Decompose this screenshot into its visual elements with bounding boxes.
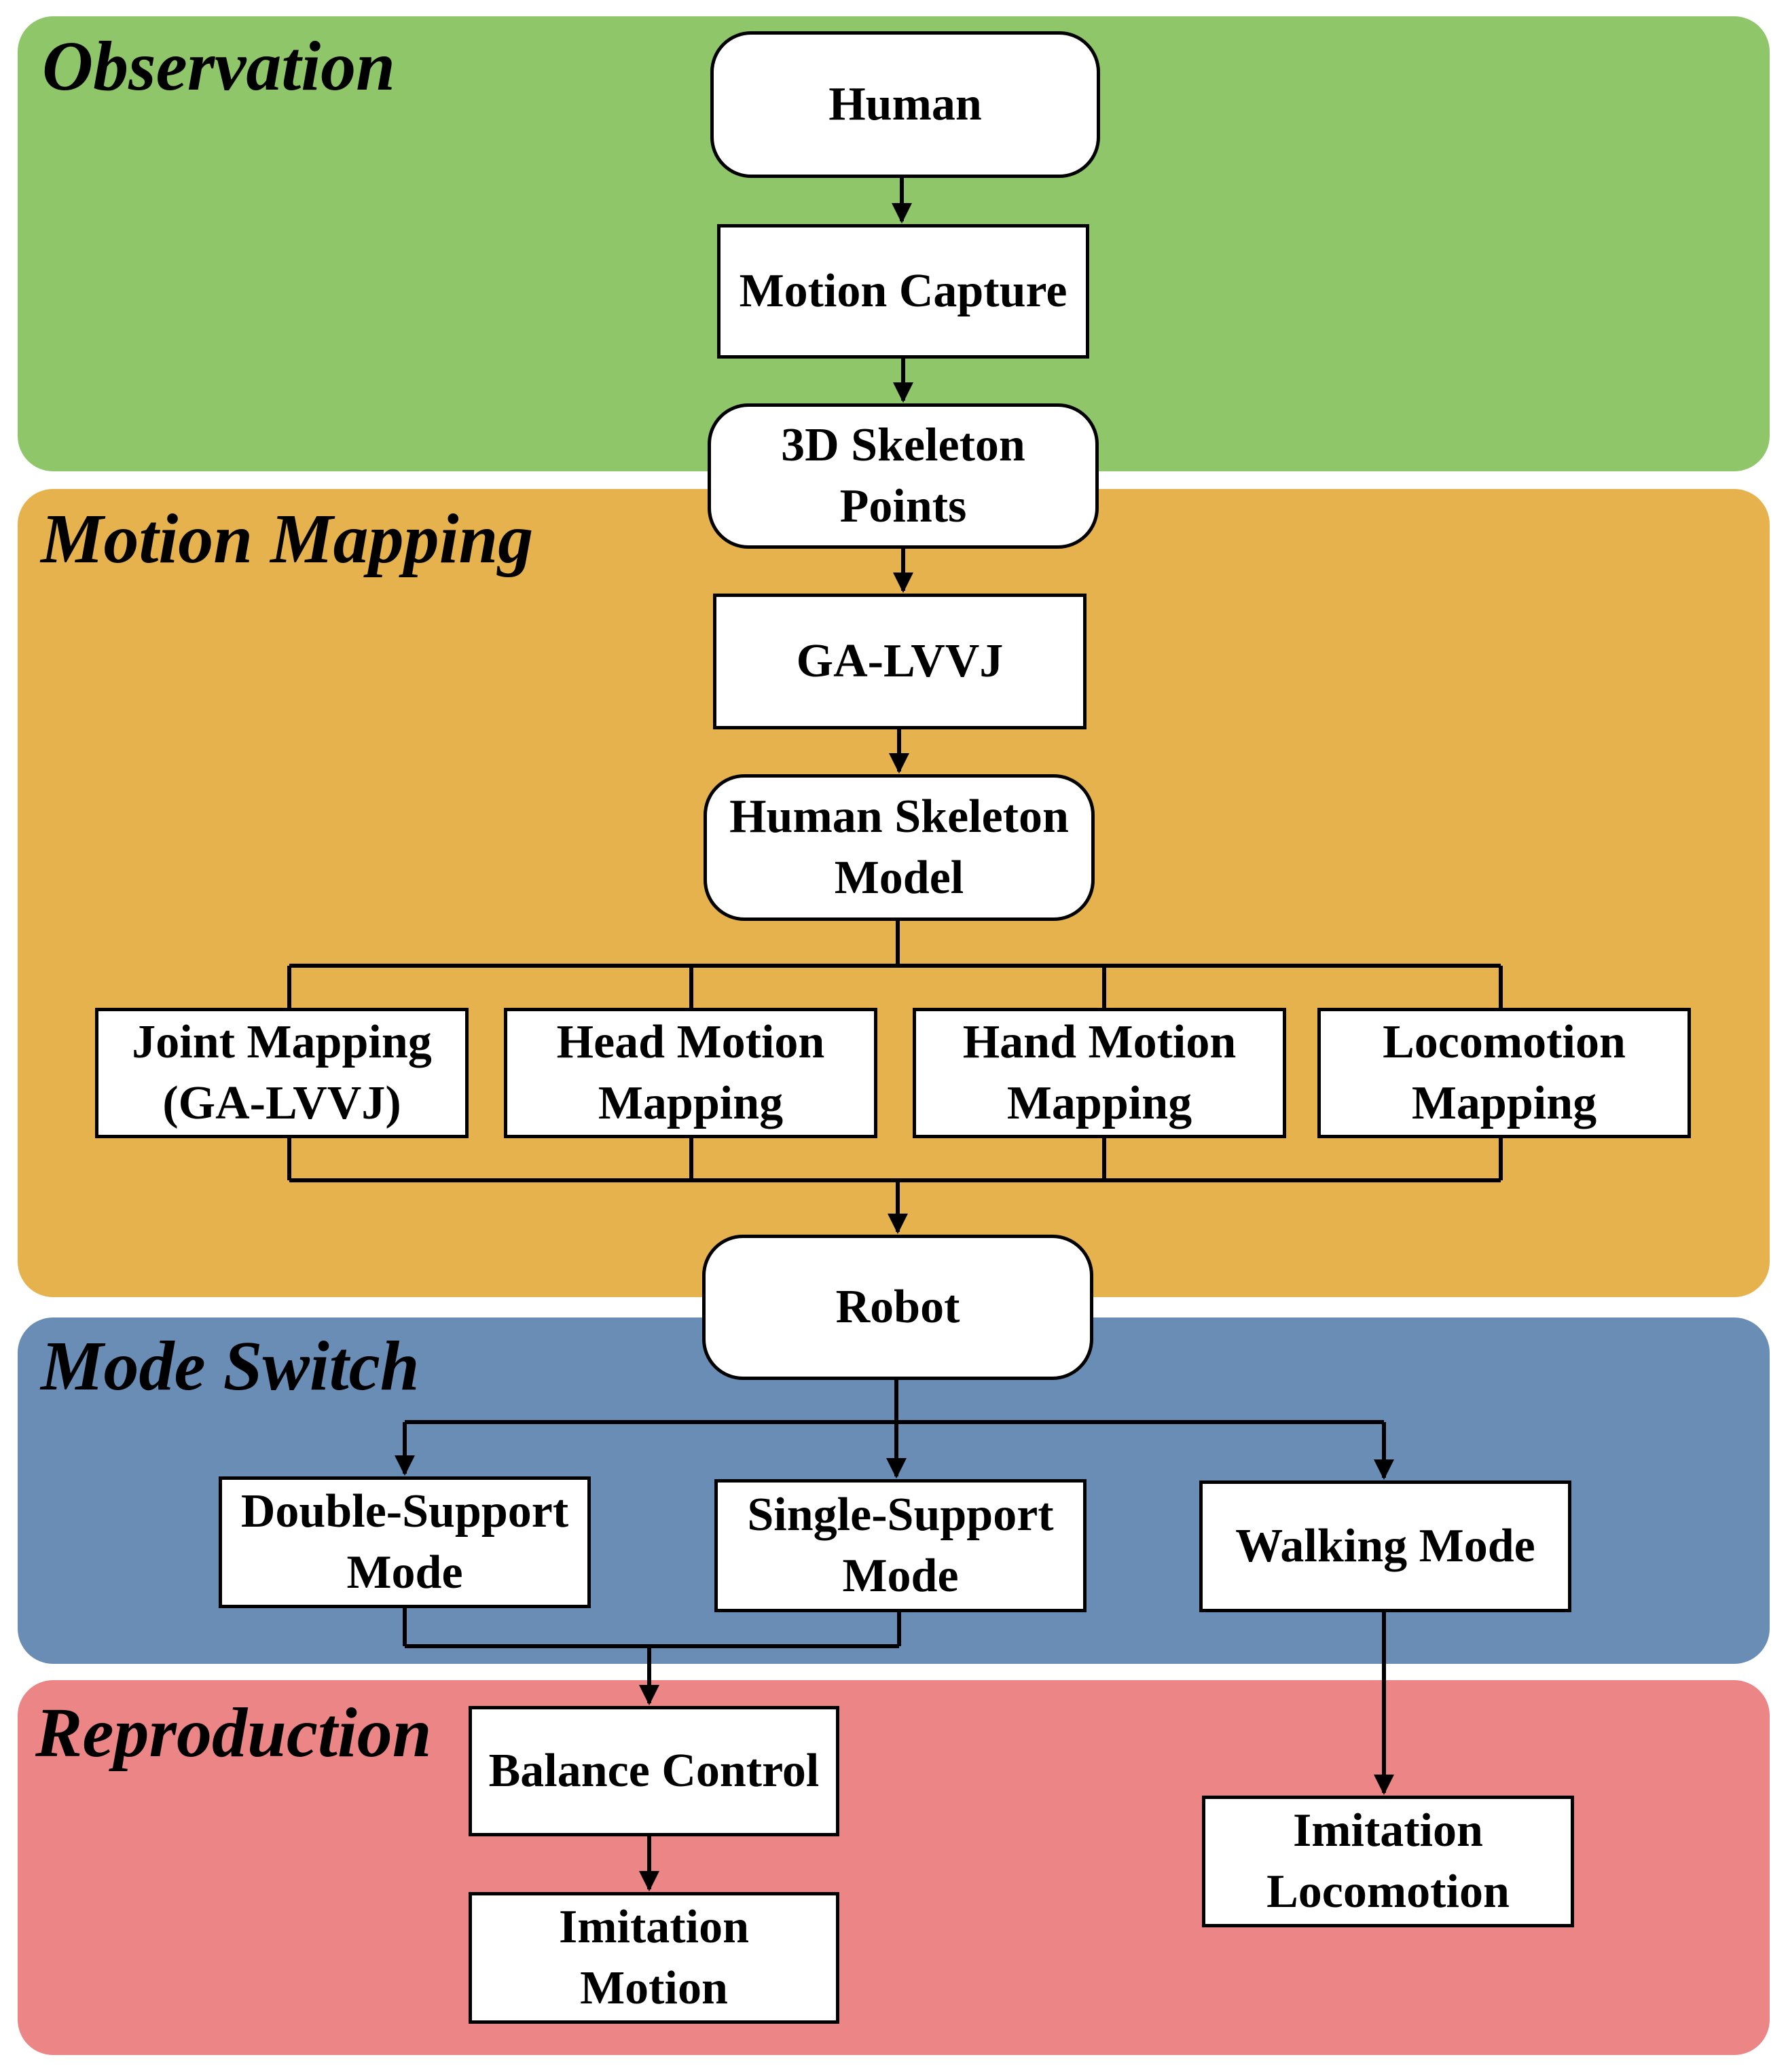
- imitation-locomotion-node: Imitation Locomotion: [1202, 1796, 1574, 1927]
- imitation-motion-node: Imitation Motion: [469, 1892, 839, 2024]
- walking-mode-node: Walking Mode: [1199, 1480, 1571, 1612]
- human-skeleton-model-node: Human Skeleton Model: [704, 774, 1095, 921]
- robot-node: Robot: [702, 1235, 1093, 1380]
- ga-lvvj-node: GA-LVVJ: [713, 594, 1087, 729]
- hand-motion-mapping-node: Hand Motion Mapping: [913, 1008, 1286, 1138]
- motion-capture-node: Motion Capture: [717, 224, 1089, 359]
- reproduction-label: Reproduction: [35, 1694, 432, 1772]
- motion-mapping-label: Motion Mapping: [41, 500, 534, 578]
- joint-mapping-node: Joint Mapping (GA-LVVJ): [95, 1008, 469, 1138]
- human-node: Human: [710, 31, 1100, 178]
- skeleton-points-node: 3D Skeleton Points: [708, 403, 1099, 549]
- mode-switch-label: Mode Switch: [41, 1327, 420, 1405]
- single-support-mode-node: Single-Support Mode: [714, 1479, 1087, 1612]
- balance-control-node: Balance Control: [469, 1706, 839, 1836]
- locomotion-mapping-node: Locomotion Mapping: [1317, 1008, 1691, 1138]
- head-motion-mapping-node: Head Motion Mapping: [504, 1008, 877, 1138]
- observation-label: Observation: [42, 27, 395, 105]
- double-support-mode-node: Double-Support Mode: [219, 1476, 591, 1608]
